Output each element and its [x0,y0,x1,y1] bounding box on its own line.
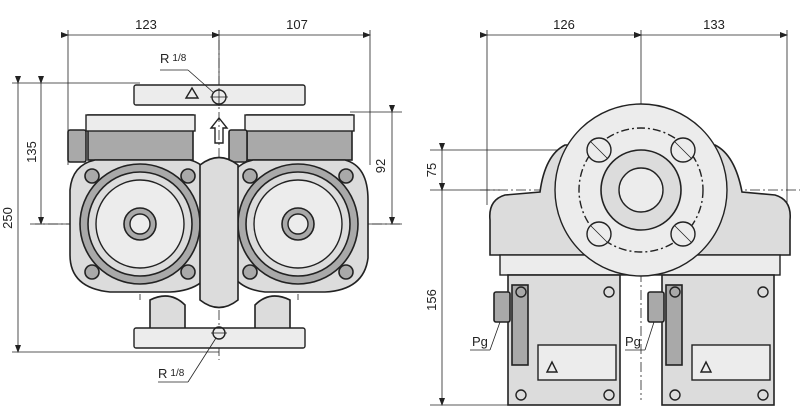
side-motor-left [493,274,621,406]
terminal-box-icon [537,344,617,381]
terminal-box-icon [691,344,771,381]
bottom-flange-plate [133,327,306,349]
cable-gland-icon [228,129,248,163]
pg-label-left: Pg [472,334,488,349]
top-flange-plate [133,84,306,106]
dim-height-right: 92 [373,159,388,173]
warning-triangle-icon [184,86,200,99]
cable-gland-icon [67,129,87,163]
right-motor [227,114,369,293]
dim-side-height-lower: 156 [424,289,439,311]
left-motor [67,114,215,293]
dim-side-width-left: 126 [553,17,575,32]
dim-height-upper: 135 [24,141,39,163]
dim-width-left: 123 [135,17,157,32]
side-view: 126 133 75 156 Pg Pg [424,17,800,406]
flow-arrow-icon [209,116,229,144]
cable-gland-icon [647,291,665,323]
dim-side-width-right: 133 [703,17,725,32]
pg-label-right: Pg [625,334,641,349]
side-motor-right [647,274,775,406]
dim-side-height-upper: 75 [424,163,439,177]
dim-width-right: 107 [286,17,308,32]
cable-gland-icon [493,291,511,323]
dim-height-total: 250 [0,207,15,229]
